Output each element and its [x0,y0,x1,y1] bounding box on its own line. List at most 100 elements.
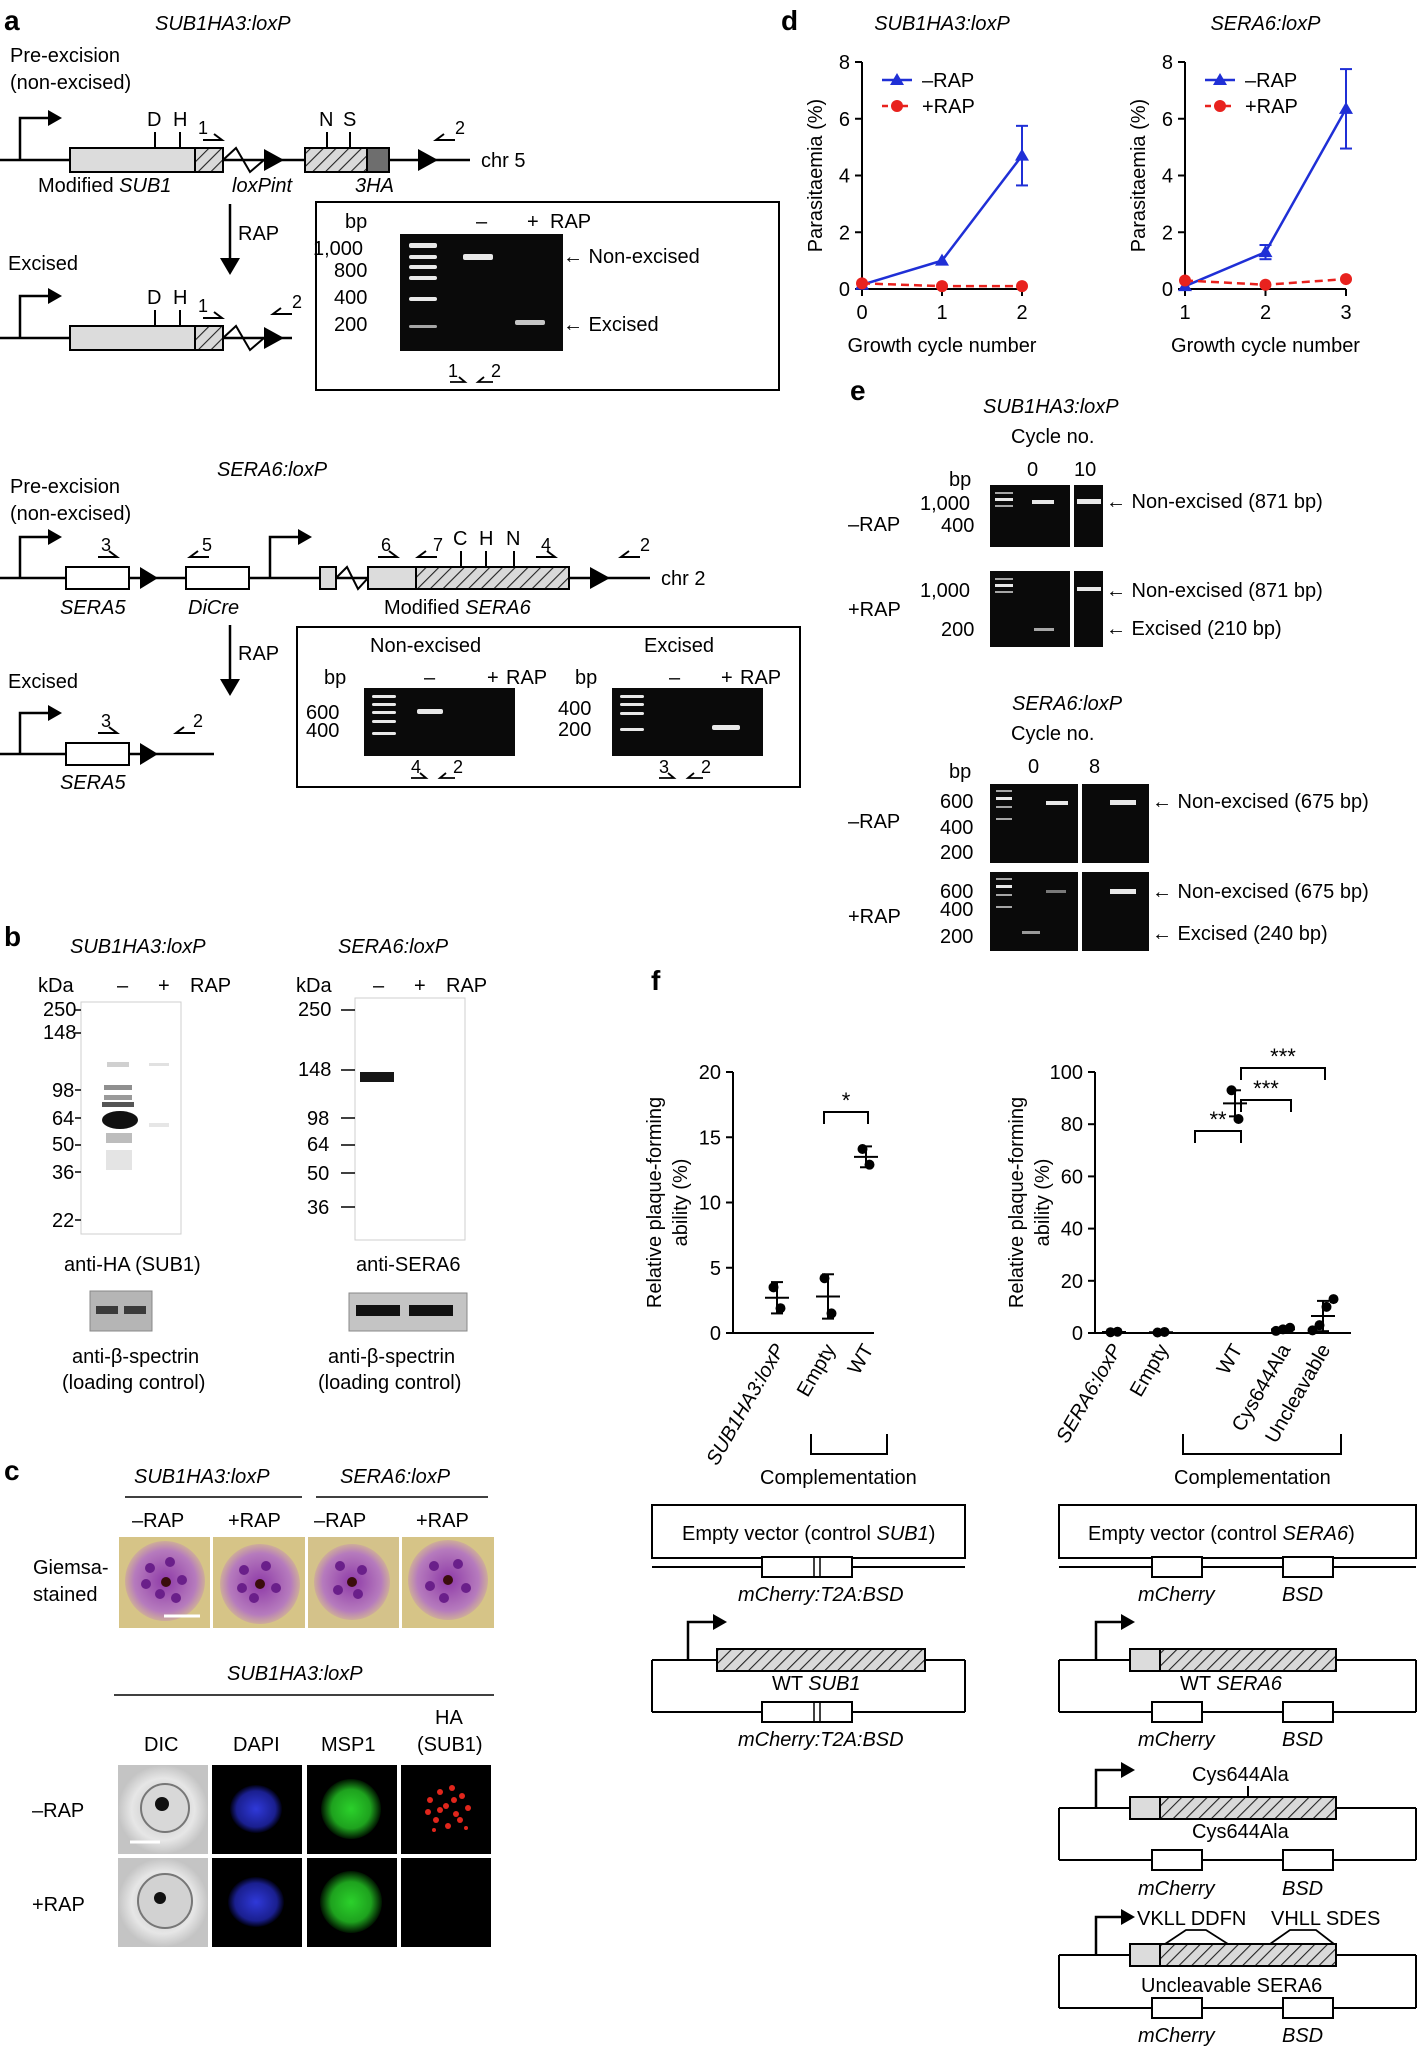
gel2-primer-2: 2 [453,757,463,777]
blot1-minus: – [117,975,129,997]
e-sub1-marker-1000: 1,000 [920,493,970,515]
gel2-nonexcised-title: Non-excised [370,635,481,657]
y-axis-label: Parasitaemia (%) [1128,99,1150,252]
y-tick-label: 0 [710,1323,721,1345]
x-tick-label: Empty [1126,1341,1173,1401]
primer-3-excised: 3 [101,711,111,731]
blot2-marker-50: 50 [307,1163,329,1185]
gel1-image [400,234,563,351]
f-mcherry-t2a-label-2: mCherry:T2A:BSD [738,1729,904,1751]
e-gel-sub1-plus-left [990,571,1070,647]
y-tick-label: 20 [699,1062,721,1084]
significance-stars: *** [1270,1044,1296,1069]
data-point [1321,1301,1332,1312]
e-gel-sera6-plus-right [1082,872,1149,951]
sera6-excised-label: Excised [8,671,78,693]
gel1-bp: bp [345,211,367,233]
primer-6: 6 [381,535,391,555]
y-tick-label: 40 [1061,1219,1083,1241]
x-tick-label: 3 [1340,302,1351,324]
e-gel-sera6-minus-left [990,784,1078,863]
blot2-marker-148: 148 [298,1059,331,1081]
gel1-plus: + [527,211,539,233]
blot1-marker-36: 36 [52,1162,74,1184]
blot2-minus: – [373,975,385,997]
gel3-primer-3: 3 [659,757,669,777]
x-tick-label: 1 [936,302,947,324]
gel2-minus: – [424,667,436,689]
e-sub1-marker-200: 200 [941,619,974,641]
significance-bracket [1194,1130,1242,1143]
loxpint-label: loxPint [232,175,293,197]
blot2-loading-label: (loading control) [318,1372,461,1394]
site-d-excised: D [147,287,161,309]
excised-label: Excised [8,253,78,275]
significance-bracket [1240,1099,1292,1112]
e-sub1-cycle-0: 0 [1027,459,1038,481]
blot1-marker-250: 250 [43,999,76,1021]
f-mcherry-4: mCherry [1138,2025,1216,2047]
e-gel-sera6-minus-right [1082,784,1149,863]
y-tick-label: 80 [1061,1114,1083,1136]
y-tick-label: 10 [699,1193,721,1215]
legend-label: –RAP [922,70,974,92]
dicre-label: DiCre [188,597,239,619]
e-gel-sub1-plus-right [1074,571,1103,647]
x-tick-label: SERA6:loxP [1052,1340,1126,1447]
f-wt-sub1-label: WT SUB1 [772,1673,861,1695]
giemsa-sera6-title: SERA6:loxP [340,1466,451,1488]
e-sera6-marker-400b: 400 [940,899,973,921]
f-wt-sera6-label: WT SERA6 [1180,1673,1283,1695]
legend-marker [1213,73,1227,85]
x-tick-label: 0 [856,302,867,324]
modified-sera6-label: Modified SERA6 [384,597,532,619]
if-dic-label: DIC [144,1734,178,1756]
gel1-rap: RAP [550,211,591,233]
legend-label: +RAP [1245,96,1298,118]
e-sera6-cycle-8: 8 [1089,756,1100,778]
e-sera6-nonexcised-label: ← Non-excised (675 bp) [1152,791,1369,813]
chr5-label: chr 5 [481,150,525,172]
e-sera6-bp: bp [949,761,971,783]
data-point [1339,101,1353,114]
significance-bracket [1240,1067,1326,1080]
data-point [1112,1326,1123,1337]
gel1-nonexcised-label: ← Non-excised [563,246,700,268]
gel1-marker-1000: 1,000 [313,238,363,260]
y-axis-label: Parasitaemia (%) [805,99,827,252]
f-mcherry-2: mCherry [1138,1729,1216,1751]
blot1-loading-label: (loading control) [62,1372,205,1394]
y-axis-label-line2: ability (%) [1032,1159,1054,1247]
y-tick-label: 2 [1162,222,1173,244]
data-point [1340,273,1352,286]
blot1-marker-50: 50 [52,1134,74,1156]
y-tick-label: 0 [1072,1323,1083,1345]
blot1-marker-98: 98 [52,1080,74,1102]
primer-5: 5 [202,535,212,555]
gel3-rap: RAP [740,667,781,689]
blot2-plus: + [414,975,426,997]
data-point [819,1273,830,1284]
primer-3: 3 [101,535,111,555]
blot1-marker-148: 148 [43,1022,76,1044]
legend-marker [1214,100,1226,112]
data-point [1015,148,1029,161]
x-tick-label: WT [1213,1341,1248,1379]
sera6-site-h: H [479,528,493,550]
f-vkll-ddfn: VKLL DDFN [1137,1908,1246,1930]
gel2-plus: + [487,667,499,689]
gel2-rap: RAP [506,667,547,689]
giemsa-images [119,1537,494,1628]
panel-label-f: f [651,965,661,996]
chart-title: SERA6:loxP [1210,13,1321,35]
data-point [1179,274,1191,287]
gel1-marker-200: 200 [334,314,367,336]
sera5-label-excised: SERA5 [60,772,126,794]
e-sera6-minus-rap: –RAP [848,811,900,833]
gel3-bp: bp [575,667,597,689]
f-empty-vector-sub1: Empty vector (control SUB1) [682,1523,935,1545]
gel3-marker-200: 200 [558,719,591,741]
panel-label-c: c [4,1455,20,1486]
